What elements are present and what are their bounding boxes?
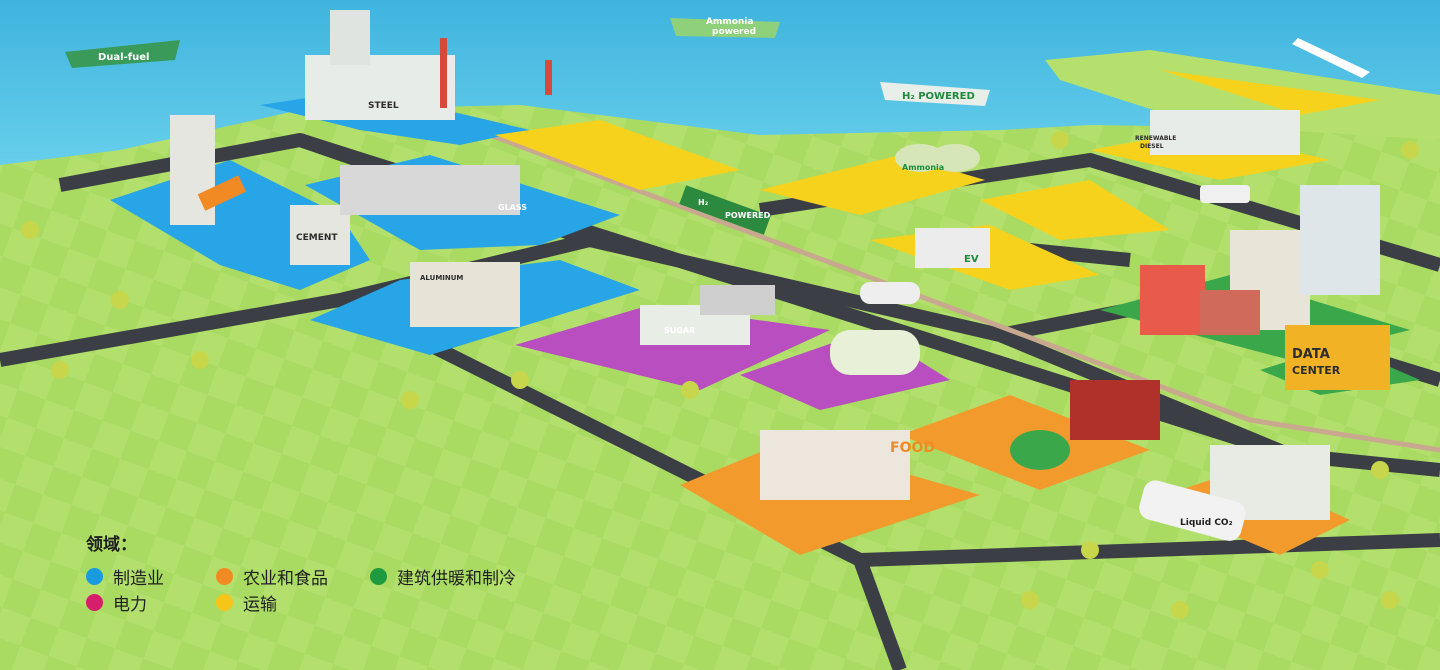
label-renewable-diesel-line2: DIESEL <box>1140 143 1164 150</box>
sector-legend: 领域： 制造业 农业和食品 建筑供暖和制冷 电力 运输 <box>86 530 556 620</box>
legend-label-manufacturing: 制造业 <box>113 569 164 589</box>
label-train-h2: H₂ <box>698 198 709 207</box>
legend-item-agriculture: 农业和食品 <box>216 564 328 589</box>
vehicles <box>65 18 1370 541</box>
buildings <box>170 10 1390 520</box>
label-dual-fuel: Dual-fuel <box>98 52 149 63</box>
legend-label-agriculture: 农业和食品 <box>243 569 328 589</box>
legend-item-power: 电力 <box>86 590 147 615</box>
label-steel: STEEL <box>368 101 399 111</box>
label-food: FOOD <box>890 440 935 456</box>
legend-dot-manufacturing <box>86 568 103 585</box>
label-cement: CEMENT <box>296 233 338 243</box>
label-h2-powered-ship: H₂ POWERED <box>902 91 975 102</box>
legend-label-transport: 运输 <box>243 595 277 615</box>
legend-label-buildings: 建筑供暖和制冷 <box>397 569 516 589</box>
label-ev: EV <box>964 254 979 265</box>
legend-label-power: 电力 <box>113 595 147 615</box>
label-data-center-line2: CENTER <box>1292 364 1341 377</box>
label-glass: GLASS <box>498 203 527 212</box>
legend-item-buildings: 建筑供暖和制冷 <box>370 564 516 589</box>
label-train-powered: POWERED <box>725 211 771 220</box>
legend-item-manufacturing: 制造业 <box>86 564 164 589</box>
label-data-center-line1: DATA <box>1292 347 1330 362</box>
label-liquid-co2: Liquid CO₂ <box>1180 518 1233 528</box>
legend-dot-agriculture <box>216 568 233 585</box>
legend-dot-buildings <box>370 568 387 585</box>
legend-title: 领域： <box>86 535 137 555</box>
label-ammonia-powered-line1: Ammonia <box>706 17 753 27</box>
label-aluminum: ALUMINUM <box>420 274 463 282</box>
label-sugar: SUGAR <box>664 326 695 335</box>
trees <box>21 131 1419 619</box>
legend-dot-transport <box>216 594 233 611</box>
legend-dot-power <box>86 594 103 611</box>
railway <box>449 117 1440 453</box>
label-renewable-diesel-line1: RENEWABLE <box>1135 135 1176 142</box>
label-ammonia-tank: Ammonia <box>902 163 944 172</box>
label-ammonia-powered-line2: powered <box>712 27 756 37</box>
legend-item-transport: 运输 <box>216 590 277 615</box>
